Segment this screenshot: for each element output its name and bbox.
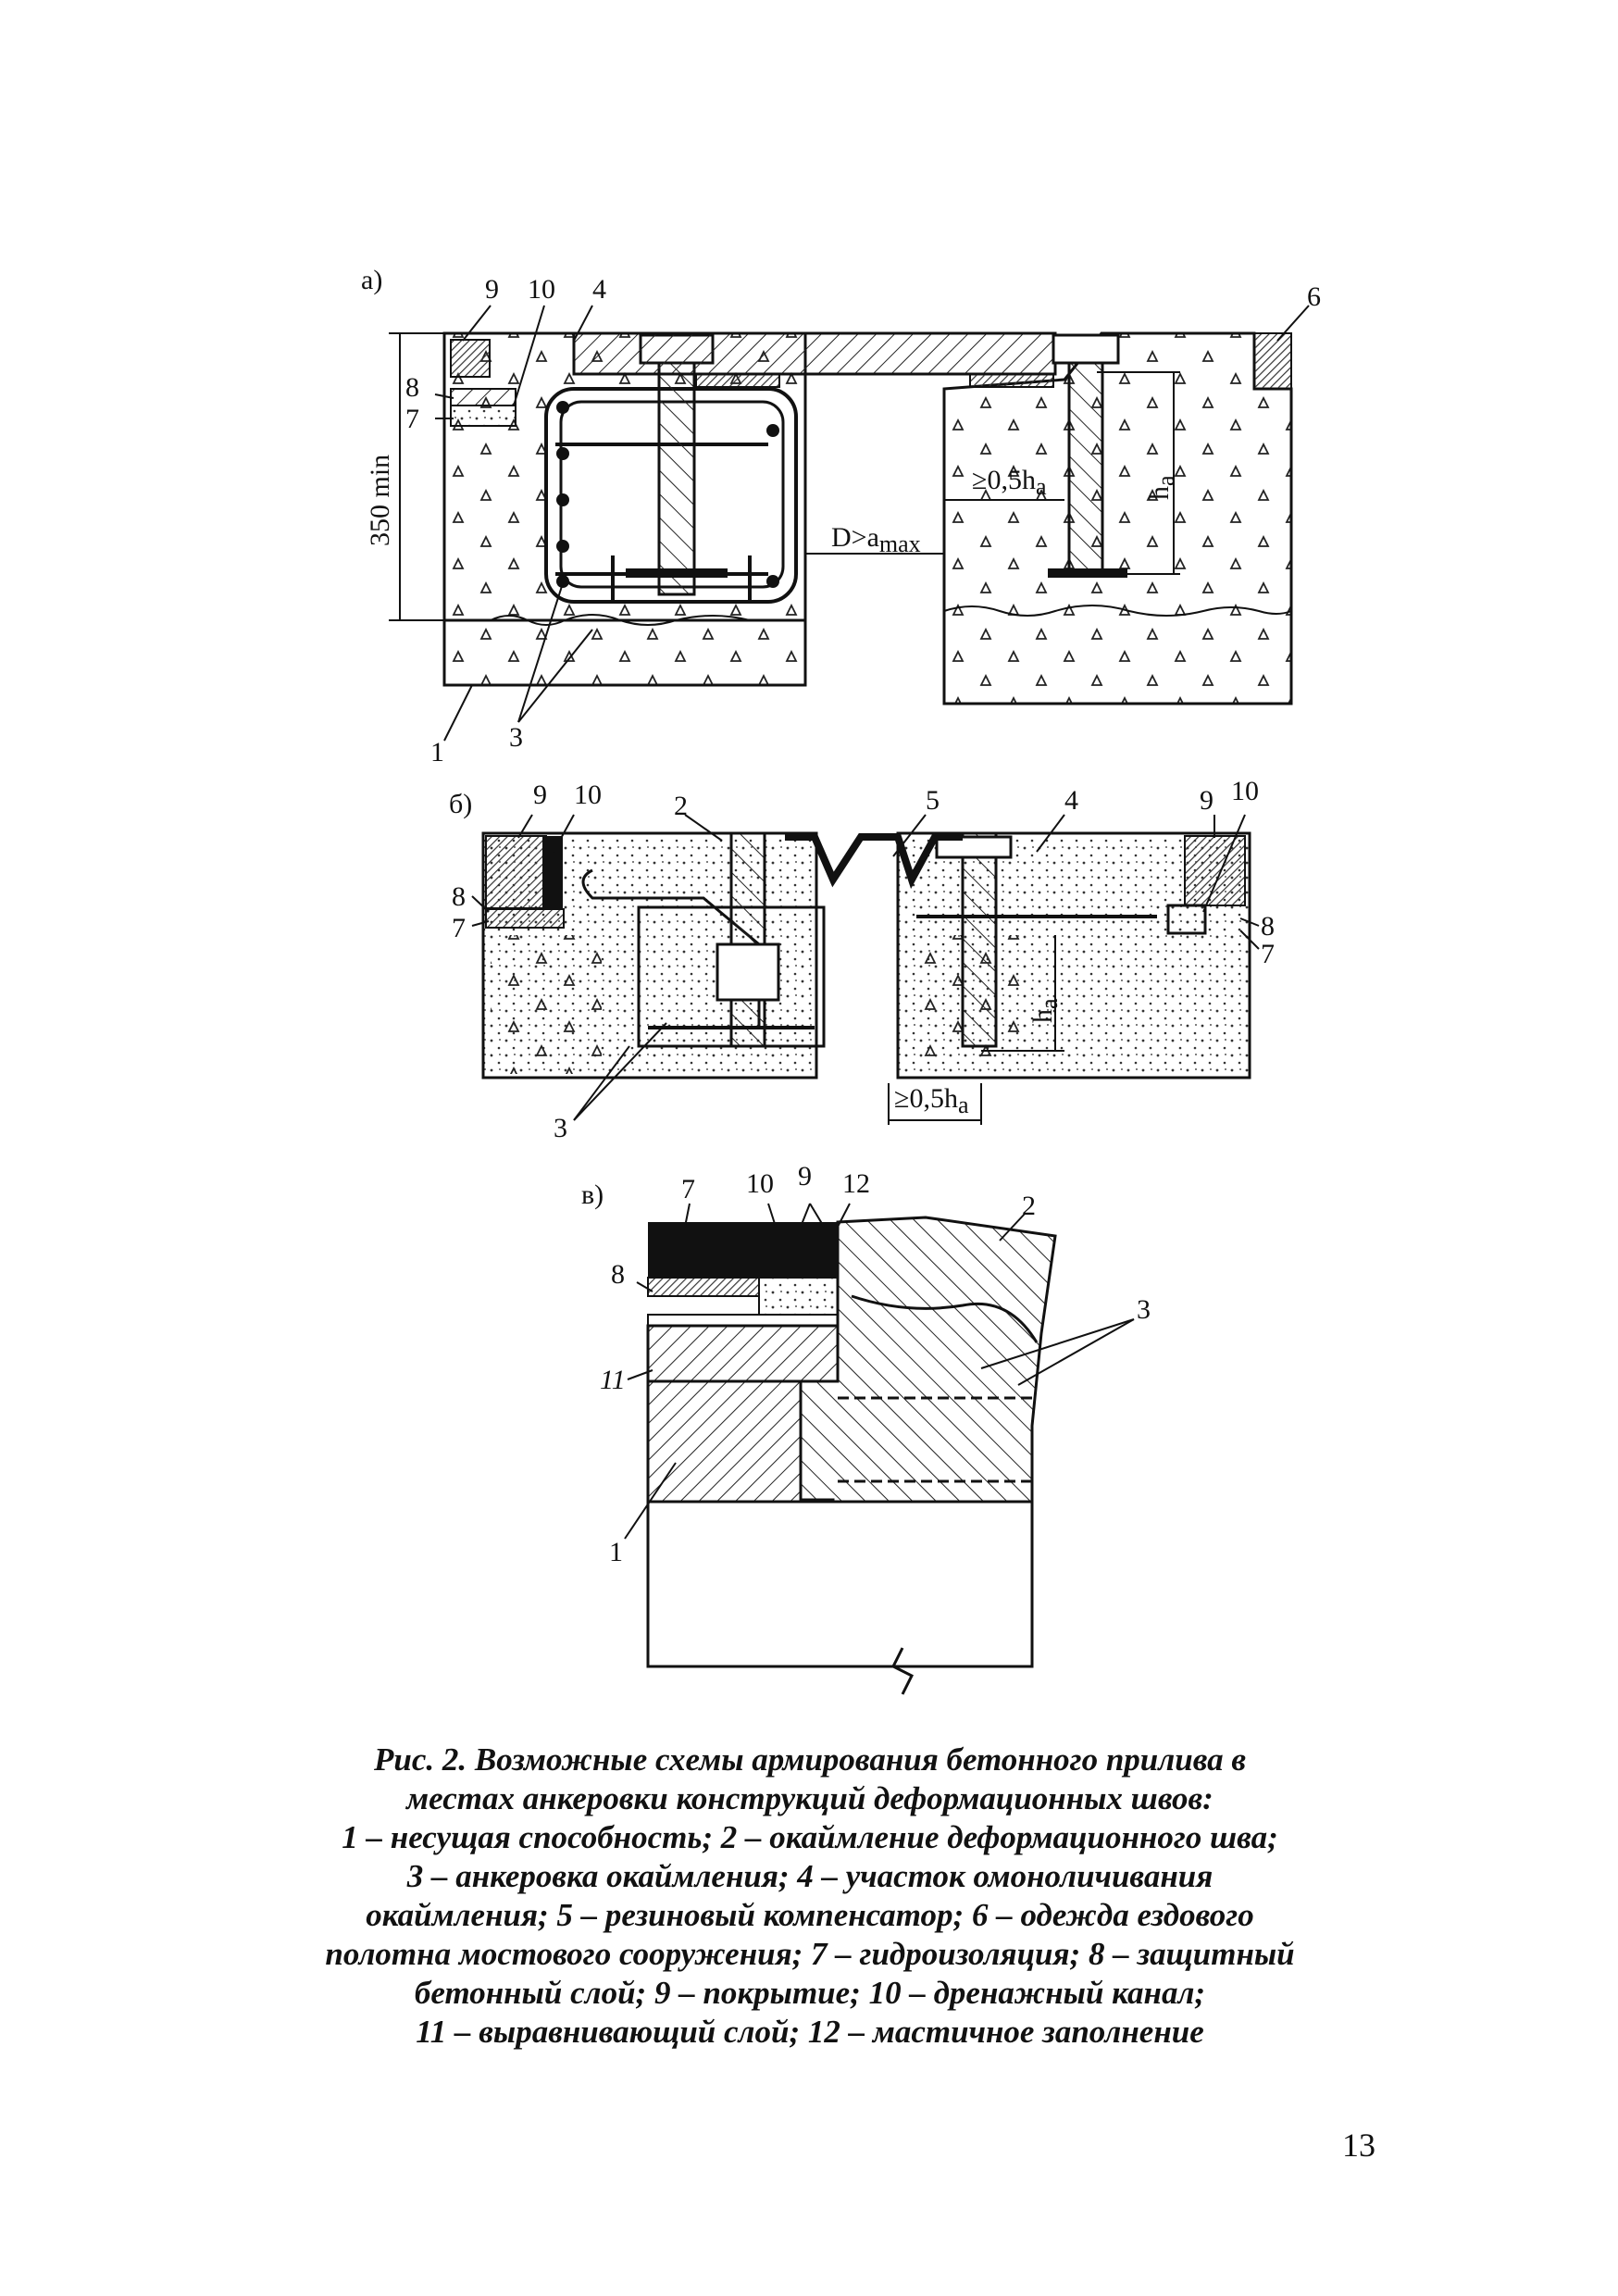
panel-b-callout-5: 5 xyxy=(926,785,940,816)
panel-a-callout-8: 8 xyxy=(405,372,419,403)
caption-line: 1 – несущая способность; 2 – окаймление … xyxy=(342,1819,1278,1855)
panel-b-callout-9-right: 9 xyxy=(1200,785,1214,816)
panel-c-callout-11: 11 xyxy=(600,1365,626,1395)
panel-a-callout-3: 3 xyxy=(509,722,523,753)
caption-line: окаймления; 5 – резиновый компенсатор; 6… xyxy=(366,1897,1254,1933)
caption-line: местах анкеровки конструкций деформацион… xyxy=(406,1780,1214,1816)
panel-b-callout-10: 10 xyxy=(574,780,602,810)
panel-c-callout-2: 2 xyxy=(1022,1191,1036,1221)
panel-b-callout-8-left: 8 xyxy=(452,881,466,912)
panel-c-callout-7: 7 xyxy=(681,1174,695,1204)
panel-c-callout-12: 12 xyxy=(842,1168,870,1199)
panel-a-leaders xyxy=(434,305,1310,742)
panel-a: а) 9 10 4 6 8 7 1 3 350 min D>amax ≥0,5h… xyxy=(361,265,1321,767)
caption-line: 11 – выравнивающий слой; 12 – мастичное … xyxy=(416,2014,1204,2050)
panel-b-dimensions xyxy=(888,935,1064,1125)
panel-c-letter: в) xyxy=(581,1179,604,1210)
panel-a-callout-7: 7 xyxy=(405,404,419,434)
panel-a-letter: а) xyxy=(361,265,382,295)
panel-b-dim-half: ≥0,5ha xyxy=(894,1083,969,1118)
panel-b-callout-7-right: 7 xyxy=(1261,939,1275,969)
panel-c-callout-10: 10 xyxy=(746,1168,774,1199)
panel-b-callout-8-right: 8 xyxy=(1261,911,1275,942)
panel-a-dimensions xyxy=(389,332,1180,621)
caption-line: бетонный слой; 9 – покрытие; 10 – дренаж… xyxy=(414,1975,1206,2011)
panel-b: б) 9 10 2 5 4 9 10 8 7 8 7 3 ha ≥0,5ha xyxy=(449,776,1275,1143)
panel-b-leaders xyxy=(471,814,1260,1121)
panel-b-compensator xyxy=(785,833,963,890)
panel-b-callout-3: 3 xyxy=(554,1113,567,1143)
panel-a-dim-anchor: ha xyxy=(1144,475,1179,500)
caption-line: полотна мостового сооружения; 7 – гидрои… xyxy=(325,1936,1295,1972)
panel-c: в) 7 10 9 12 2 8 3 11 1 xyxy=(581,1161,1151,1695)
panel-c-callout-1: 1 xyxy=(609,1537,623,1567)
panel-b-left-block xyxy=(481,831,826,1079)
panel-a-dim-half: ≥0,5ha xyxy=(972,465,1047,500)
panel-a-callout-4: 4 xyxy=(592,274,606,305)
panel-b-right-block xyxy=(896,831,1251,1079)
panel-a-callout-10: 10 xyxy=(528,274,555,305)
panel-a-dim-gap: D>amax xyxy=(831,522,921,557)
page-number: 13 xyxy=(1342,2127,1375,2164)
panel-c-callout-8: 8 xyxy=(611,1259,625,1290)
panel-b-callout-7-left: 7 xyxy=(452,913,466,943)
panel-a-dim-height: 350 min xyxy=(365,455,395,546)
panel-b-callout-4: 4 xyxy=(1064,785,1078,816)
panel-c-body xyxy=(646,1216,1057,1695)
panel-b-callout-2: 2 xyxy=(674,791,688,821)
caption-line: Рис. 2. Возможные схемы армирования бето… xyxy=(374,1741,1246,1778)
panel-c-callout-3: 3 xyxy=(1137,1294,1151,1325)
panel-c-callout-9: 9 xyxy=(798,1161,812,1192)
panel-a-callout-1: 1 xyxy=(430,737,444,767)
caption-line: 3 – анкеровка окаймления; 4 – участок ом… xyxy=(406,1858,1214,1894)
panel-a-callout-9: 9 xyxy=(485,274,499,305)
panel-c-leaders xyxy=(624,1203,1135,1540)
panel-b-dim-anchor: ha xyxy=(1027,998,1063,1023)
panel-b-callout-10-right: 10 xyxy=(1231,776,1259,806)
panel-a-top-plate xyxy=(572,331,1057,388)
panel-b-callout-9: 9 xyxy=(533,780,547,810)
figure-caption: Рис. 2. Возможные схемы армирования бето… xyxy=(148,1741,1472,2052)
panel-a-callout-6: 6 xyxy=(1307,281,1321,312)
panel-b-letter: б) xyxy=(449,789,472,819)
panel-a-right-block xyxy=(942,331,1293,705)
